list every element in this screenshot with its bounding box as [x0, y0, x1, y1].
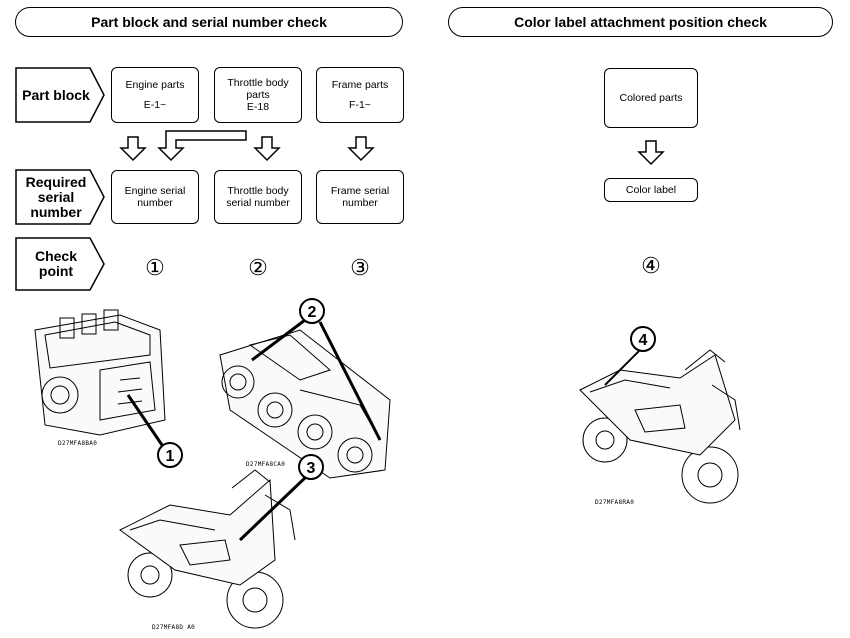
- part-block-frame-code: F-1~: [349, 99, 371, 111]
- arrow-down-icon: [119, 136, 147, 162]
- serial-engine-line1: Engine serial: [124, 185, 186, 197]
- color-label-box: Color label: [604, 178, 698, 202]
- part-block-throttle: Throttle body parts E-18: [214, 67, 302, 123]
- leader-line-2a: [251, 318, 306, 362]
- check-point-line2: point: [38, 263, 74, 279]
- arrow-down-icon: [253, 136, 281, 162]
- motorcycle-color-illustration: [579, 349, 741, 504]
- serial-engine-line2: number: [137, 197, 173, 209]
- check-point-label-shape: [15, 237, 105, 291]
- serial-frame-line1: Frame serial: [330, 185, 390, 197]
- required-serial-label: Required serial number: [16, 170, 96, 224]
- check-point-4: ④: [641, 253, 661, 278]
- svg-text:2: 2: [308, 304, 317, 321]
- svg-text:3: 3: [307, 460, 316, 477]
- right-section-header: Color label attachment position check: [448, 7, 833, 37]
- serial-frame-line2: number: [342, 197, 378, 209]
- part-block-throttle-name-1: Throttle body: [227, 77, 289, 89]
- part-block-frame: Frame parts F-1~: [316, 67, 404, 123]
- check-point-2: ②: [248, 255, 268, 280]
- serial-throttle-line2: serial number: [226, 197, 290, 209]
- check-point-line1: Check: [34, 248, 78, 264]
- arrow-down-icon: [637, 140, 665, 166]
- check-point-1: ①: [145, 255, 165, 280]
- engine-illustration: [34, 309, 166, 436]
- left-section-header: Part block and serial number check: [15, 7, 403, 37]
- frame-caption: D27MFA8D A0: [152, 624, 196, 631]
- engine-caption: D27MFA8BA0: [58, 440, 98, 447]
- part-block-engine-name: Engine parts: [125, 79, 185, 91]
- color-label-text: Color label: [625, 184, 677, 196]
- callout-4: 4: [630, 326, 656, 352]
- part-block-throttle-name-2: parts: [246, 89, 270, 101]
- callout-1: 1: [157, 442, 183, 468]
- svg-text:4: 4: [639, 332, 648, 349]
- part-block-throttle-code: E-18: [246, 101, 270, 113]
- serial-engine: Engine serial number: [111, 170, 199, 224]
- svg-text:1: 1: [166, 448, 175, 465]
- part-block-engine: Engine parts E-1~: [111, 67, 199, 123]
- colored-parts-box: Colored parts: [604, 68, 698, 128]
- arrow-down-icon: [347, 136, 375, 162]
- part-block-label-shape: [15, 67, 105, 123]
- check-point-3: ③: [350, 255, 370, 280]
- check-point-label: Check point: [16, 238, 96, 290]
- throttle-body-illustration: [219, 329, 391, 479]
- bent-arrow-icon: [157, 130, 247, 162]
- color-caption: D27MFA8RA0: [595, 499, 635, 506]
- colored-parts-text: Colored parts: [619, 92, 683, 104]
- leader-line-2b: [318, 321, 382, 441]
- serial-label-shape: [15, 169, 105, 225]
- serial-throttle: Throttle body serial number: [214, 170, 302, 224]
- leader-line-4: [604, 349, 641, 386]
- part-block-label: Part block: [16, 68, 96, 122]
- callout-2: 2: [299, 298, 325, 324]
- required-serial-line2: serial: [37, 188, 75, 205]
- motorcycle-frame-illustration: [119, 469, 296, 629]
- leader-line-1: [126, 394, 164, 446]
- part-block-engine-code: E-1~: [143, 99, 167, 111]
- serial-frame: Frame serial number: [316, 170, 404, 224]
- callout-3: 3: [298, 454, 324, 480]
- required-serial-line1: Required: [25, 173, 87, 190]
- required-serial-line3: number: [30, 203, 82, 220]
- serial-throttle-line1: Throttle body: [227, 185, 289, 197]
- part-block-frame-name: Frame parts: [331, 79, 389, 91]
- leader-line-3: [238, 473, 310, 542]
- throttle-caption: D27MFA8CA0: [246, 461, 286, 468]
- part-block-label-text: Part block: [22, 86, 90, 103]
